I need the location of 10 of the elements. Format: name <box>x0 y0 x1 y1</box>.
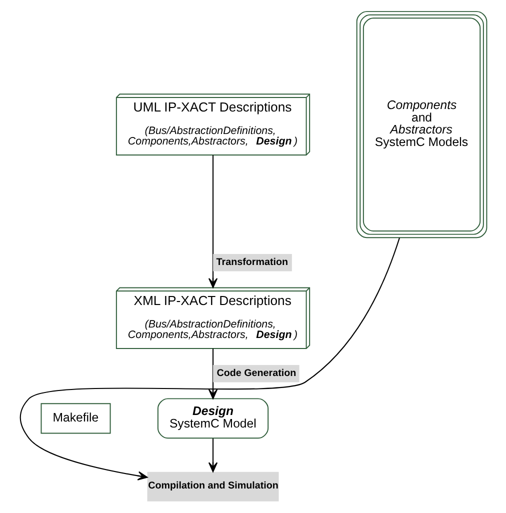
arrow <box>208 155 218 288</box>
node-box: Compilation and Simulation <box>146 472 278 502</box>
edge-label: Transformation <box>216 256 288 268</box>
edge-label: Code Generation <box>216 368 296 379</box>
arrow <box>208 438 218 472</box>
arrow <box>19 238 400 480</box>
arrow <box>208 348 218 400</box>
node-box: Makefile <box>40 403 110 434</box>
node-box: Components and Abstractors SystemC Models <box>356 11 487 238</box>
node-box: Design SystemC Model <box>156 398 268 439</box>
